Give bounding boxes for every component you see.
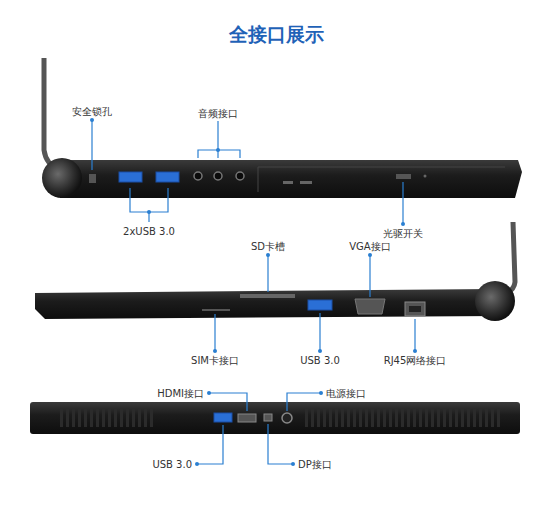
page-title: 全接口展示 [0, 22, 553, 48]
vent-slot [329, 409, 332, 427]
vent-slot [84, 409, 87, 427]
vent-slot [90, 409, 93, 427]
vent-slot [437, 409, 440, 427]
vent-slot [120, 409, 123, 427]
vent-slot [431, 409, 434, 427]
vent-slot [365, 409, 368, 427]
port-label: HDMI接口 [156, 387, 205, 400]
vent-slot [78, 409, 81, 427]
vent-slot [341, 409, 344, 427]
port-label: VGA接口 [348, 240, 391, 253]
vent-slot [108, 409, 111, 427]
vent-slot [395, 409, 398, 427]
port-label: 光驱开关 [382, 227, 424, 240]
vent-slot [401, 409, 404, 427]
vent-slot [473, 409, 476, 427]
vent-slot [491, 409, 494, 427]
vent-slot [335, 409, 338, 427]
back-view [30, 402, 520, 434]
port-label: SIM卡接口 [190, 354, 240, 367]
port-label: DP接口 [297, 458, 333, 471]
vent-slot [317, 409, 320, 427]
vent-slot [455, 409, 458, 427]
vent-slot [132, 409, 135, 427]
vent-slot [443, 409, 446, 427]
port-label: 2xUSB 3.0 [122, 225, 176, 238]
vent-slot [144, 409, 147, 427]
vent-slot [383, 409, 386, 427]
vent-slot [413, 409, 416, 427]
port-label: 电源接口 [325, 387, 367, 400]
vent-slot [66, 409, 69, 427]
vent-slot [359, 409, 362, 427]
port-label: 安全锁孔 [71, 105, 113, 118]
vent-slot [347, 409, 350, 427]
vent-slot [377, 409, 380, 427]
vent-slot [311, 409, 314, 427]
vent-slot [126, 409, 129, 427]
vent-slot [461, 409, 464, 427]
vent-slot [305, 409, 308, 427]
vent-slot [425, 409, 428, 427]
port-label: RJ45网络接口 [383, 354, 448, 367]
vent-slot [419, 409, 422, 427]
vent-slot [114, 409, 117, 427]
port-label: SD卡槽 [250, 240, 286, 253]
vent-slot [72, 409, 75, 427]
vent-slot [323, 409, 326, 427]
vent-slot [389, 409, 392, 427]
left-side-view [42, 58, 522, 198]
vent-slot [449, 409, 452, 427]
vent-slot [60, 409, 63, 427]
vent-slot [467, 409, 470, 427]
vent-slot [138, 409, 141, 427]
vent-slot [150, 409, 153, 427]
port-label: USB 3.0 [151, 458, 193, 471]
vent-slot [485, 409, 488, 427]
port-label: USB 3.0 [299, 354, 341, 367]
port-label: 音频接口 [197, 107, 239, 120]
vent-slot [407, 409, 410, 427]
leader-lines [92, 120, 415, 464]
vent-slot [497, 409, 500, 427]
vent-slot [353, 409, 356, 427]
vent-slot [102, 409, 105, 427]
vent-slot [479, 409, 482, 427]
vent-slot [371, 409, 374, 427]
leader-dots [90, 118, 417, 466]
vent-slot [96, 409, 99, 427]
right-side-view [35, 222, 515, 321]
